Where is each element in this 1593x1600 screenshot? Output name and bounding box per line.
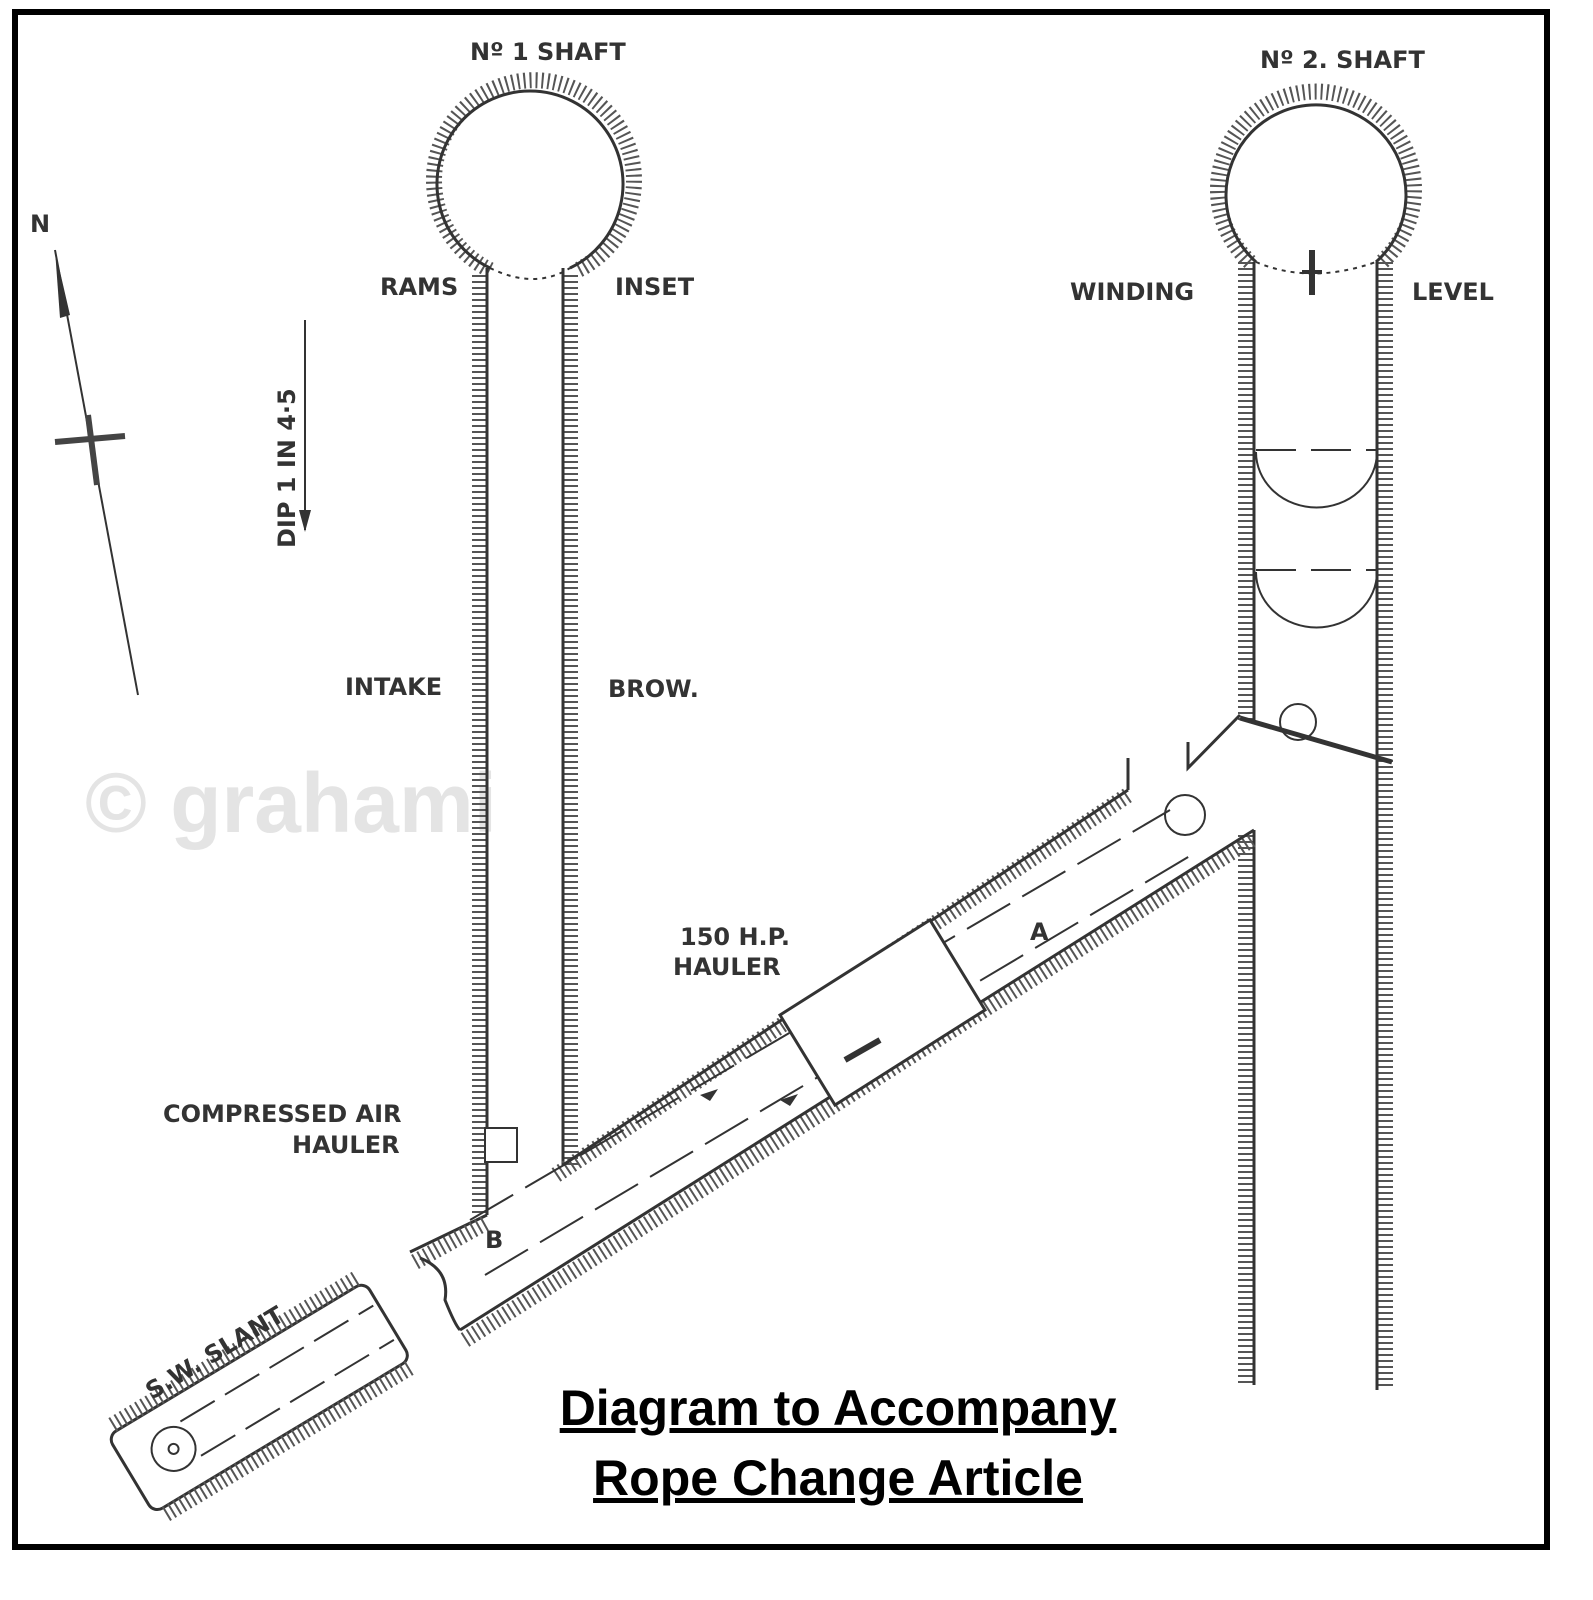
title-line-1: Diagram to Accompany: [560, 1380, 1117, 1436]
return-pulley-icon: [1164, 794, 1206, 836]
shaft-2: [1186, 83, 1422, 1390]
label-shaft-2: Nº 2. SHAFT: [1260, 46, 1425, 74]
title-line-2: Rope Change Article: [593, 1450, 1083, 1506]
label-shaft-1: Nº 1 SHAFT: [470, 38, 626, 66]
compressed-air-hauler-box: [484, 1127, 518, 1163]
label-hauler-150hp-1: 150 H.P.: [680, 923, 790, 951]
frame-border: [12, 9, 1550, 1550]
shaft-1: [426, 72, 642, 1215]
watermark: © grahami: [85, 756, 497, 850]
main-drift: [409, 758, 1259, 1347]
label-level: LEVEL: [1412, 278, 1494, 306]
label-rams: RAMS: [380, 273, 458, 301]
pulley-icon: [1279, 703, 1317, 741]
label-intake: INTAKE: [345, 673, 442, 701]
hauler-150hp-box: [777, 917, 988, 1108]
label-brow: BROW.: [608, 675, 699, 703]
label-point-a: A: [1030, 918, 1049, 946]
dip-arrow-icon: [299, 320, 311, 532]
label-winding: WINDING: [1070, 278, 1194, 306]
label-north: N: [30, 210, 50, 238]
label-point-b: B: [485, 1226, 503, 1254]
label-hauler-150hp-2: HAULER: [673, 953, 781, 981]
north-arrow-icon: [54, 249, 139, 696]
label-dip: DIP 1 IN 4·5: [273, 388, 301, 548]
label-inset: INSET: [615, 273, 695, 301]
sw-slant: [108, 1271, 415, 1521]
label-compressed-air-2: HAULER: [292, 1131, 400, 1159]
label-compressed-air-1: COMPRESSED AIR: [163, 1100, 402, 1128]
